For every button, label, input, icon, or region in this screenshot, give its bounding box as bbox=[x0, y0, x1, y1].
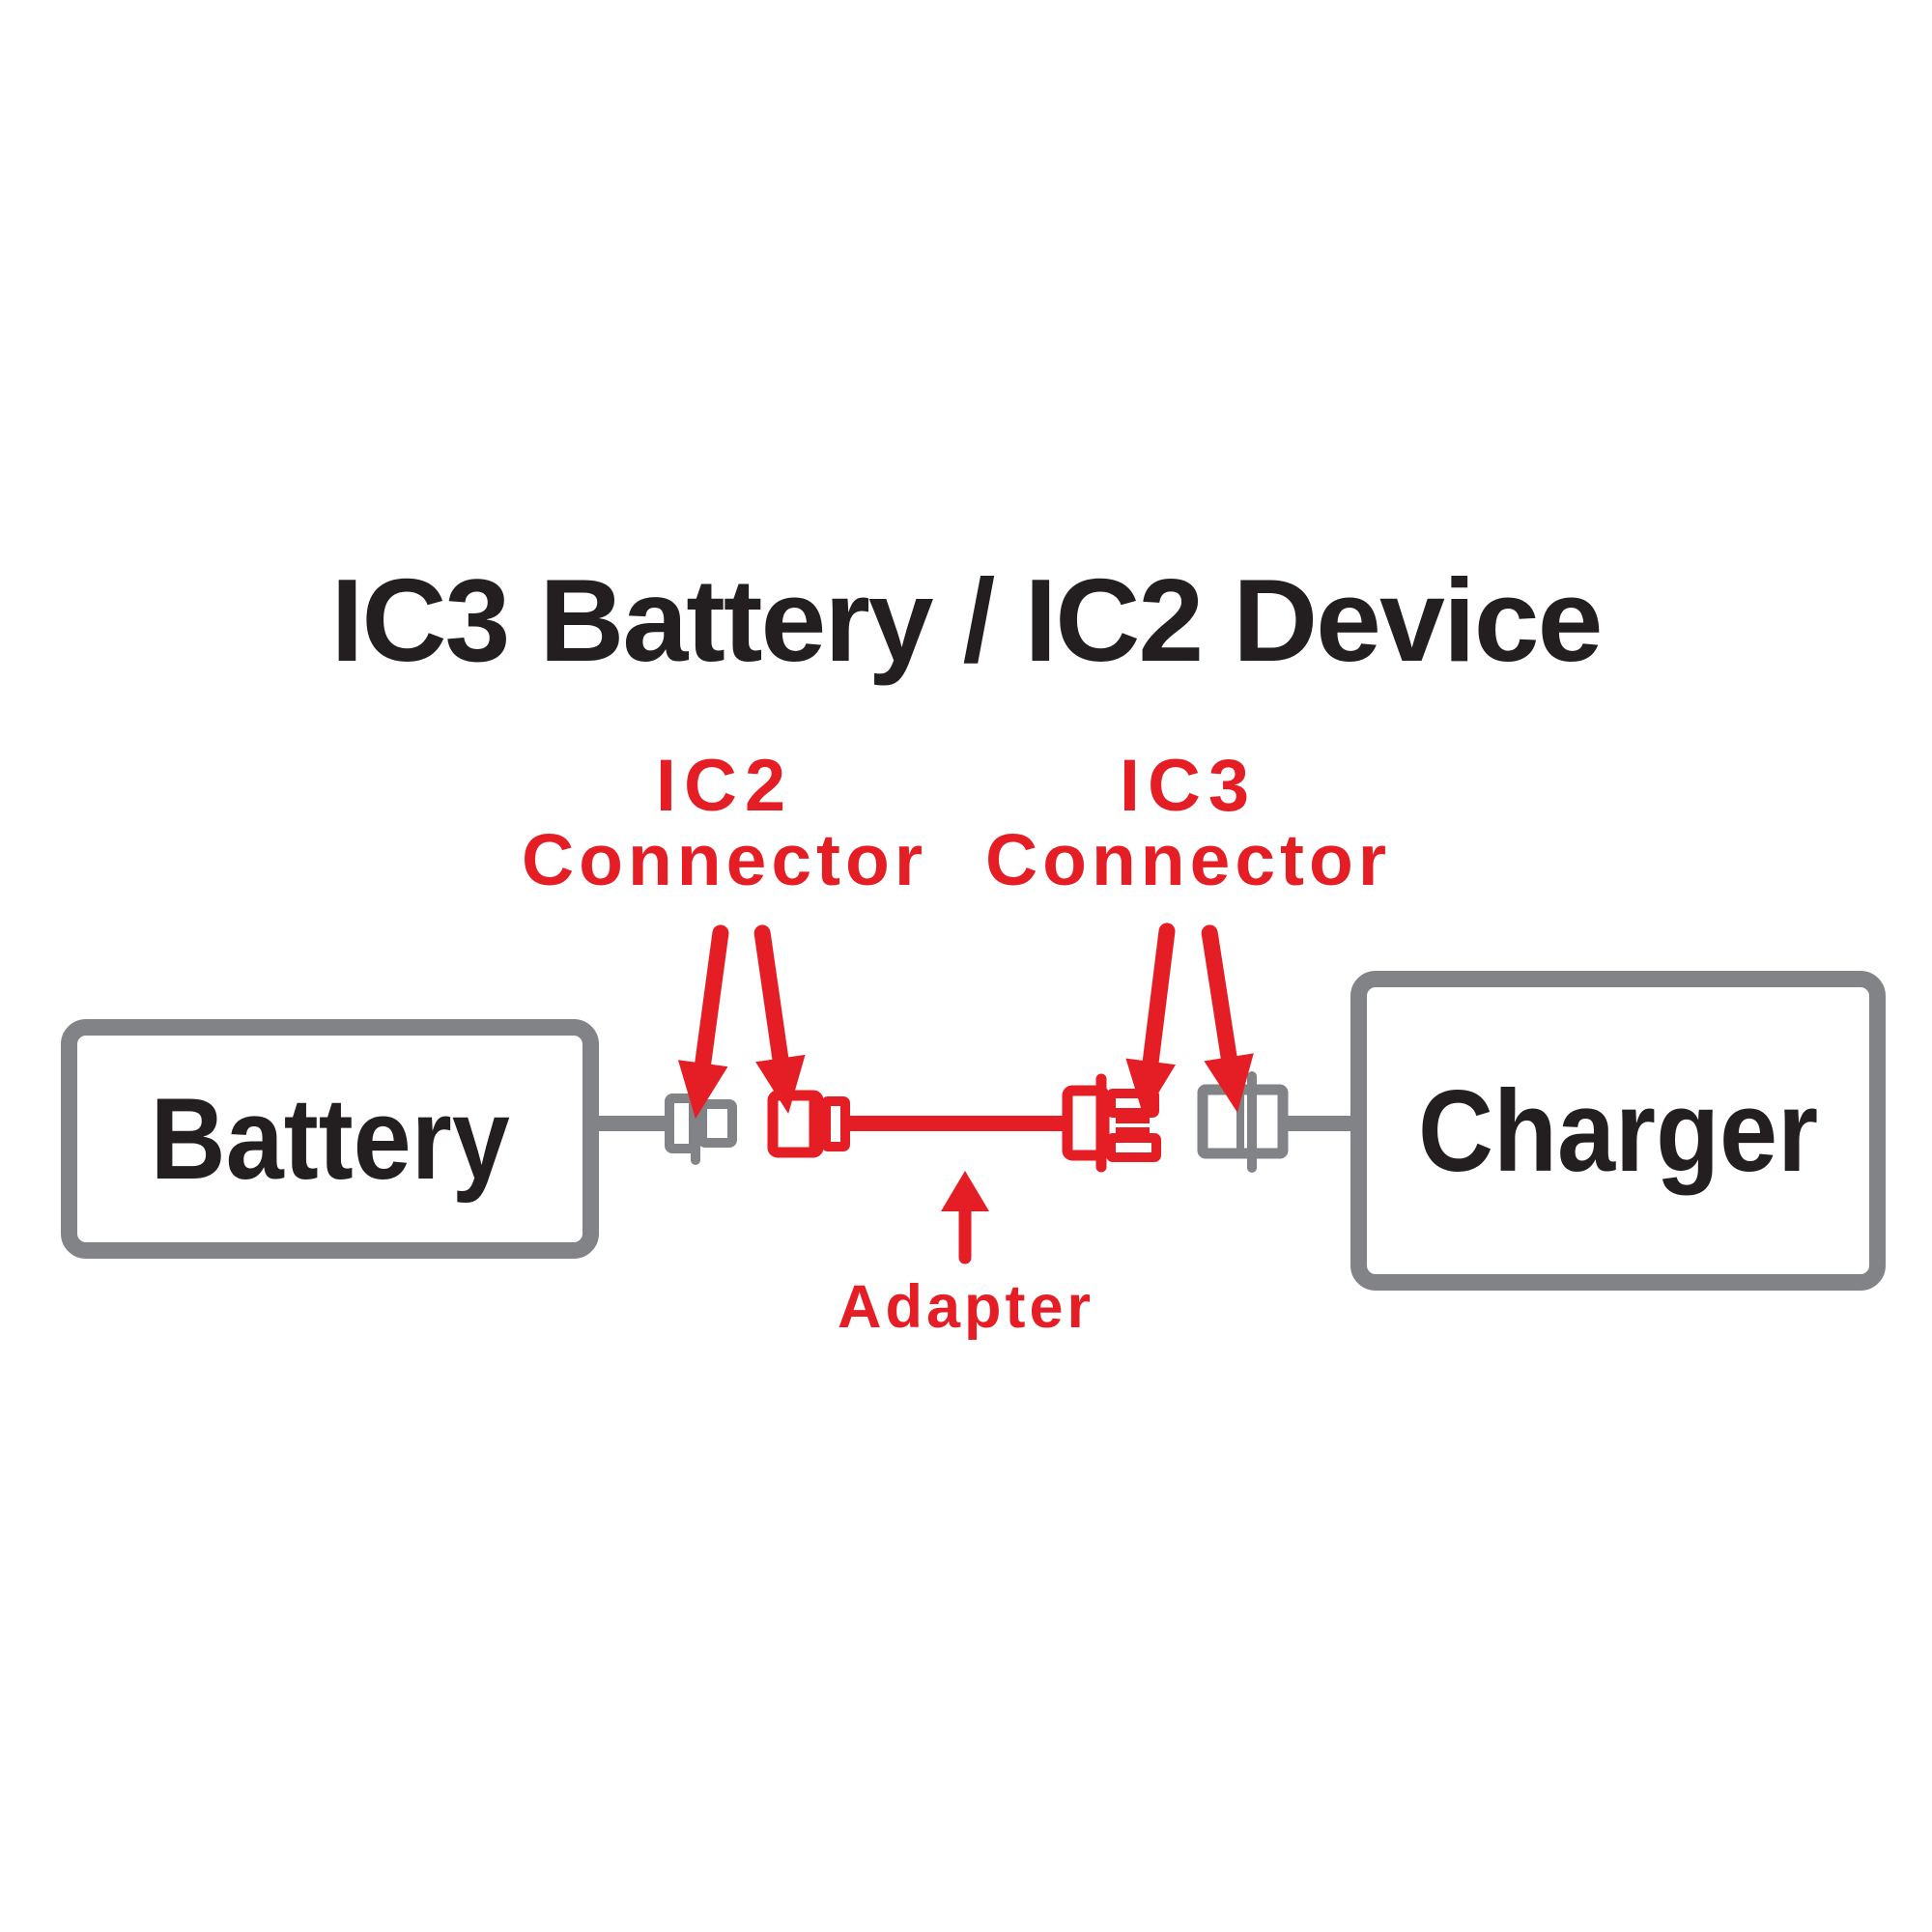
ic3-down-arrow-left-icon bbox=[1125, 923, 1177, 1118]
ic2-down-arrow-right-icon bbox=[753, 924, 806, 1114]
adapter-up-arrow-icon bbox=[941, 1171, 989, 1264]
ic2-connector-label-name: IC2 bbox=[655, 745, 794, 827]
charger-box: Charger bbox=[1350, 971, 1886, 1291]
diagram-title: IC3 Battery / IC2 Device bbox=[330, 554, 1604, 686]
ic3-connector-label-name: IC3 bbox=[1119, 745, 1258, 827]
adapter-ic2-port-icon bbox=[767, 1090, 850, 1158]
adapter-label: Adapter bbox=[837, 1273, 1095, 1341]
ic2-down-arrow-left-icon bbox=[677, 924, 729, 1120]
ic3-connector-label-word: Connector bbox=[985, 819, 1391, 900]
ic2-battery-side-plug-icon bbox=[665, 1081, 737, 1165]
ic3-charger-side-port-icon bbox=[1197, 1071, 1289, 1173]
ic2-connector-label-word: Connector bbox=[522, 819, 927, 900]
battery-box-label: Battery bbox=[150, 1074, 510, 1204]
ic2-connector-label: IC2 Connector bbox=[435, 745, 1014, 900]
adapter-ic3-plug-icon bbox=[1062, 1073, 1161, 1173]
ic3-connector-label: IC3 Connector bbox=[898, 745, 1478, 900]
ic3-down-arrow-right-icon bbox=[1201, 924, 1254, 1113]
charger-box-label: Charger bbox=[1417, 1065, 1819, 1196]
battery-box: Battery bbox=[61, 1019, 599, 1259]
